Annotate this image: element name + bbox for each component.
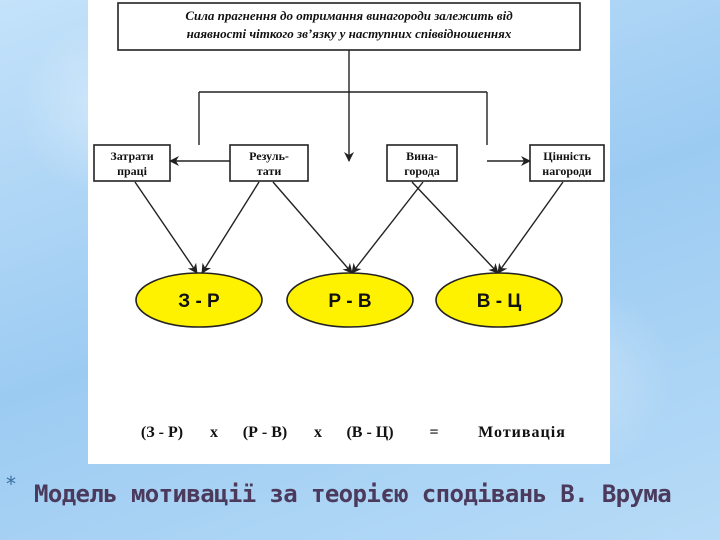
svg-text:тати: тати xyxy=(257,164,282,178)
box-cinnist: Цінність нагороди xyxy=(529,144,605,182)
slide-caption: Модель мотивації за теорією сподівань В.… xyxy=(34,480,672,508)
formula-part-2: (Р - В) xyxy=(243,424,287,441)
svg-text:Вина-: Вина- xyxy=(406,149,438,163)
formula-times-2: х xyxy=(314,424,322,441)
header-box xyxy=(117,2,581,51)
box-rezultaty: Резуль- тати xyxy=(229,144,309,182)
diagram-svg: Сила прагнення до отримання винагороди з… xyxy=(93,2,605,441)
header-line-1: Сила прагнення до отримання винагороди з… xyxy=(185,8,513,23)
svg-text:города: города xyxy=(404,164,440,178)
svg-text:праці: праці xyxy=(117,164,148,178)
box-vynagoroda: Вина- города xyxy=(386,144,458,182)
formula-times-1: х xyxy=(210,424,218,441)
formula-result: Мотивація xyxy=(478,424,566,441)
formula-part-3: (В - Ц) xyxy=(346,424,393,441)
formula: (З - Р) х (Р - В) х (В - Ц) = Мотивація xyxy=(141,424,566,441)
svg-text:З - Р: З - Р xyxy=(178,291,220,312)
formula-equals: = xyxy=(429,424,438,441)
ellipse-z-r: З - Р xyxy=(135,272,263,328)
formula-part-1: (З - Р) xyxy=(141,424,183,441)
bullet-star: * xyxy=(6,472,16,496)
diagram-panel: Сила прагнення до отримання винагороди з… xyxy=(88,0,610,464)
svg-text:нагороди: нагороди xyxy=(542,164,591,178)
box-zatraty: Затрати праці xyxy=(93,144,171,182)
header-line-2: наявності чіткого зв’язку у наступних сп… xyxy=(187,26,512,41)
svg-text:Цінність: Цінність xyxy=(543,149,591,163)
svg-text:Резуль-: Резуль- xyxy=(249,149,289,163)
svg-text:Р - В: Р - В xyxy=(328,291,371,312)
ellipse-v-c: В - Ц xyxy=(435,272,563,328)
svg-text:Затрати: Затрати xyxy=(110,149,153,163)
svg-text:В - Ц: В - Ц xyxy=(477,291,522,312)
ellipse-r-v: Р - В xyxy=(286,272,414,328)
connector-lines xyxy=(134,50,564,274)
